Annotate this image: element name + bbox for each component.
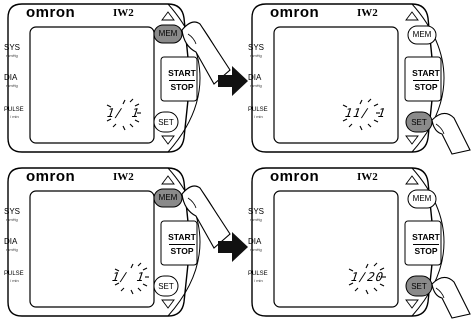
brand-logo: omron	[270, 168, 320, 185]
sys-label: SYS	[4, 207, 21, 216]
pulse-label: PULSE	[248, 271, 268, 277]
set-button[interactable]: SET	[158, 118, 174, 127]
start-label: START	[168, 232, 196, 242]
stop-label: STOP	[170, 246, 194, 256]
sys-label: SYS	[248, 207, 265, 216]
pulse-label: PULSE	[4, 271, 24, 277]
sys-unit: mmHg	[250, 217, 262, 222]
dia-label: DIA	[4, 237, 18, 246]
pulse-label: PULSE	[4, 107, 24, 113]
mem-button[interactable]: MEM	[158, 193, 178, 202]
start-label: START	[412, 232, 440, 242]
brand-logo: omron	[26, 168, 76, 185]
dia-label: DIA	[248, 237, 262, 246]
sys-unit: mmHg	[6, 53, 18, 58]
stop-label: STOP	[414, 82, 438, 92]
stop-label: STOP	[170, 82, 194, 92]
dia-unit: mmHg	[6, 247, 18, 252]
pulse-unit: / min	[254, 114, 263, 119]
dia-unit: mmHg	[250, 247, 262, 252]
device-outline	[251, 3, 471, 155]
device-panel-2: omron IW2 SYS mmHg DIA mmHg PULSE / min …	[248, 0, 474, 155]
model-label: IW2	[357, 171, 378, 183]
lcd-date-display: 1/ 1	[111, 270, 146, 284]
start-stop-button[interactable]: START STOP	[167, 232, 197, 257]
mem-button[interactable]: MEM	[158, 29, 178, 38]
brand-logo: omron	[270, 4, 320, 21]
mem-button[interactable]: MEM	[412, 194, 432, 203]
next-step-arrow	[218, 232, 248, 262]
lcd-date-display: 1/20	[350, 270, 385, 284]
device-outline	[7, 167, 231, 317]
lcd-date-display: 1/ 1	[106, 106, 141, 120]
device-outline	[251, 167, 471, 319]
pulse-unit: / min	[10, 278, 19, 283]
device-panel-4: omron IW2 SYS mmHg DIA mmHg PULSE / min …	[248, 164, 474, 319]
start-stop-button[interactable]: START STOP	[411, 68, 441, 93]
sys-label: SYS	[4, 43, 21, 52]
next-step-arrow	[218, 66, 248, 96]
set-button[interactable]: SET	[411, 118, 427, 127]
sys-unit: mmHg	[250, 53, 262, 58]
dia-label: DIA	[4, 73, 18, 82]
set-button[interactable]: SET	[158, 282, 174, 291]
dia-unit: mmHg	[250, 83, 262, 88]
model-label: IW2	[113, 7, 134, 19]
pulse-unit: / min	[10, 114, 19, 119]
device-panel-3: omron IW2 SYS mmHg DIA mmHg PULSE / min …	[4, 164, 231, 318]
device-outline	[7, 3, 231, 153]
pulse-unit: / min	[254, 278, 263, 283]
sys-label: SYS	[248, 43, 265, 52]
sys-unit: mmHg	[6, 217, 18, 222]
stop-label: STOP	[414, 246, 438, 256]
mem-button[interactable]: MEM	[412, 30, 432, 39]
set-button[interactable]: SET	[411, 282, 427, 291]
start-stop-button[interactable]: START STOP	[167, 68, 197, 93]
device-panel-1: omron IW2 SYS mmHg DIA mmHg PULSE / min …	[4, 0, 231, 154]
start-label: START	[168, 68, 196, 78]
model-label: IW2	[113, 171, 134, 183]
start-label: START	[412, 68, 440, 78]
brand-logo: omron	[26, 4, 76, 21]
start-stop-button[interactable]: START STOP	[411, 232, 441, 257]
model-label: IW2	[357, 7, 378, 19]
dia-label: DIA	[248, 73, 262, 82]
pulse-label: PULSE	[248, 107, 268, 113]
dia-unit: mmHg	[6, 83, 18, 88]
lcd-date-display: 11/ 1	[344, 106, 388, 120]
